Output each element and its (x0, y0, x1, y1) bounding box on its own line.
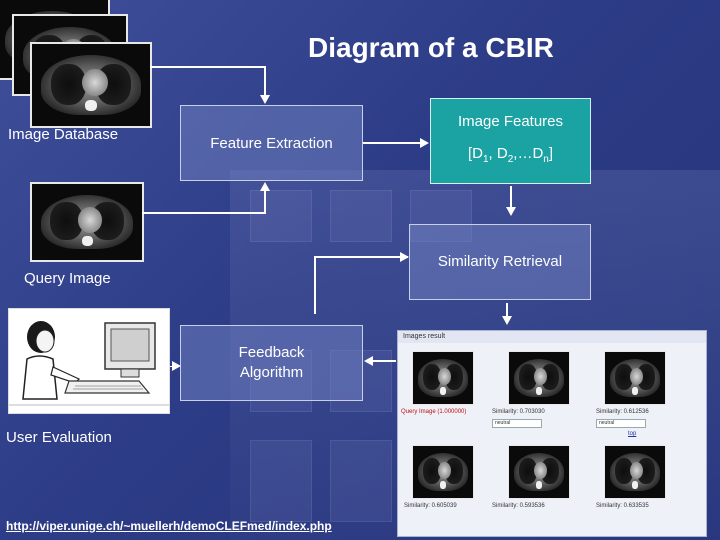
user-computer-icon (9, 321, 169, 406)
page-title: Diagram of a CBIR (308, 32, 554, 63)
feedback-select[interactable]: neutral (596, 419, 646, 428)
arrow-down-icon (260, 95, 270, 104)
user-at-computer-illustration (8, 308, 170, 414)
arrow-right-icon (400, 252, 409, 262)
connector-line (314, 256, 316, 314)
arrow-up-icon (260, 182, 270, 191)
image-database-label: Image Database (8, 126, 119, 143)
similarity-caption: Similarity: 0.605039 (404, 503, 457, 509)
result-ct-thumbnail[interactable] (412, 351, 474, 405)
ct-scan-thumbnail (30, 42, 152, 128)
top-link[interactable]: top (628, 431, 637, 437)
similarity-retrieval-text: Similarity Retrieval (437, 253, 563, 270)
image-features-title: Image Features (457, 113, 564, 130)
similarity-retrieval-box: Similarity Retrieval (409, 224, 591, 300)
result-ct-thumbnail[interactable] (604, 445, 666, 499)
image-features-box: Image Features [D1, D2,…Dn] (430, 98, 591, 184)
feedback-line1: Feedback (238, 344, 305, 361)
arrow-down-icon (506, 207, 516, 216)
result-ct-thumbnail[interactable] (508, 445, 570, 499)
result-ct-thumbnail[interactable] (508, 351, 570, 405)
arrow-right-icon (420, 138, 429, 148)
bg-window (330, 440, 392, 522)
bg-window (330, 190, 392, 242)
source-url-link[interactable]: http://viper.unige.ch/~muellerh/demoCLEF… (6, 519, 332, 533)
bg-window (250, 440, 312, 522)
similarity-caption: Similarity: 0.703030 (492, 409, 545, 415)
connector-line (506, 303, 508, 317)
query-image-label: Query Image (24, 270, 111, 287)
connector-line (264, 66, 266, 96)
feedback-select[interactable]: neutral (492, 419, 542, 428)
result-ct-thumbnail[interactable] (412, 445, 474, 499)
connector-line (264, 190, 266, 214)
results-header: Images result (398, 331, 706, 343)
connector-line (372, 360, 396, 362)
result-ct-thumbnail[interactable] (604, 351, 666, 405)
query-ct-image (30, 182, 144, 262)
arrow-right-icon (172, 361, 181, 371)
connector-line (314, 256, 408, 258)
bg-window (250, 190, 312, 242)
similarity-caption: Similarity: 0.633535 (596, 503, 649, 509)
feedback-algorithm-box: Feedback Algorithm (180, 325, 363, 401)
feature-extraction-box: Feature Extraction (180, 105, 363, 181)
feature-extraction-text: Feature Extraction (210, 135, 333, 152)
user-evaluation-label: User Evaluation (6, 429, 112, 446)
connector-line (170, 366, 172, 367)
similarity-caption: Similarity: 0.612536 (596, 409, 649, 415)
connector-line (142, 212, 266, 214)
connector-line (510, 186, 512, 208)
arrow-left-icon (364, 356, 373, 366)
image-features-formula: [D1, D2,…Dn] (467, 145, 554, 165)
connector-line (150, 66, 265, 68)
results-panel: Images result Query Image (1.000000) Sim… (397, 330, 707, 537)
query-caption: Query Image (1.000000) (401, 409, 467, 415)
arrow-down-icon (502, 316, 512, 325)
connector-line (363, 142, 421, 144)
feedback-line2: Algorithm (239, 364, 304, 381)
similarity-caption: Similarity: 0.593536 (492, 503, 545, 509)
